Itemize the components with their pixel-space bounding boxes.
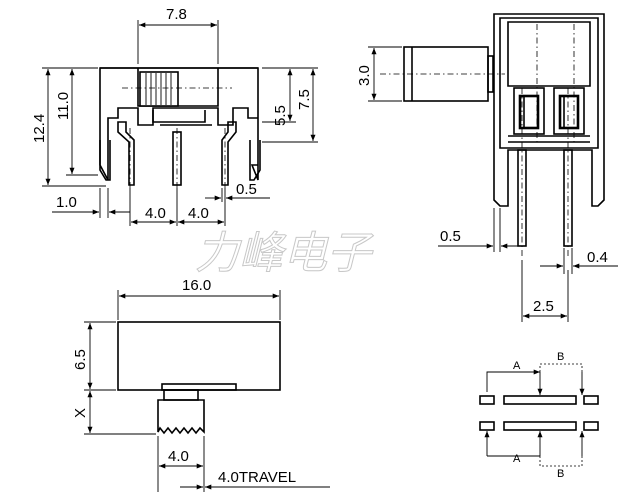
- dim-pin-thickness: 0.5: [440, 228, 461, 245]
- dim-travel: 4.0TRAVEL: [218, 469, 296, 486]
- dim-knob-height: 3.0: [356, 65, 373, 86]
- dim-right-upper: 5.5: [272, 105, 289, 126]
- front-leg-left: [99, 140, 111, 181]
- dim-body-height: 6.5: [72, 349, 89, 370]
- bottom-body: [117, 321, 281, 391]
- dim-knob-width: 4.0: [168, 448, 189, 465]
- side-frame: [493, 13, 605, 207]
- dim-pin-width-side: 0.4: [587, 249, 608, 266]
- dim-pitch-1: 4.0: [145, 205, 166, 222]
- dim-height-body: 11.0: [55, 92, 72, 120]
- front-leg-right: [249, 140, 261, 181]
- dim-pitch-2: 4.0: [188, 205, 209, 222]
- dim-width-top: 7.8: [166, 6, 187, 23]
- footprint-label-b-top: B: [557, 351, 564, 363]
- dim-offset-left: 1.0: [56, 194, 77, 211]
- side-contacts: [513, 87, 585, 135]
- footprint-label-a-top: A: [513, 360, 521, 372]
- footprint-label-a-bottom: A: [513, 453, 521, 465]
- dim-body-length: 16.0: [182, 277, 211, 294]
- bottom-view: 16.0 6.5 X 4.0 4.0TRAVEL: [72, 277, 330, 492]
- dim-height-total: 12.4: [31, 114, 48, 143]
- front-body-outline: [99, 67, 259, 181]
- dim-pin-spacing: 2.5: [533, 298, 554, 315]
- front-pins: [117, 121, 237, 190]
- dim-pin-width: 0.5: [236, 181, 257, 198]
- dim-right-lower: 7.5: [296, 89, 313, 110]
- dim-x-label: X: [72, 408, 89, 418]
- watermark-text: 力峰电子: [195, 228, 374, 279]
- bottom-knob-stem: [163, 389, 199, 401]
- footprint-label-b-bottom: B: [557, 468, 564, 480]
- front-knob-ridges: [145, 73, 172, 105]
- bottom-knob: [157, 399, 205, 435]
- front-view: 7.8 12.4 11.0 5.5 7.5 1.0 4.0 4.0 0.5: [31, 6, 318, 226]
- pcb-footprint: A B A B: [479, 351, 599, 480]
- side-view: 3.0 0.5 0.4 2.5: [356, 13, 618, 322]
